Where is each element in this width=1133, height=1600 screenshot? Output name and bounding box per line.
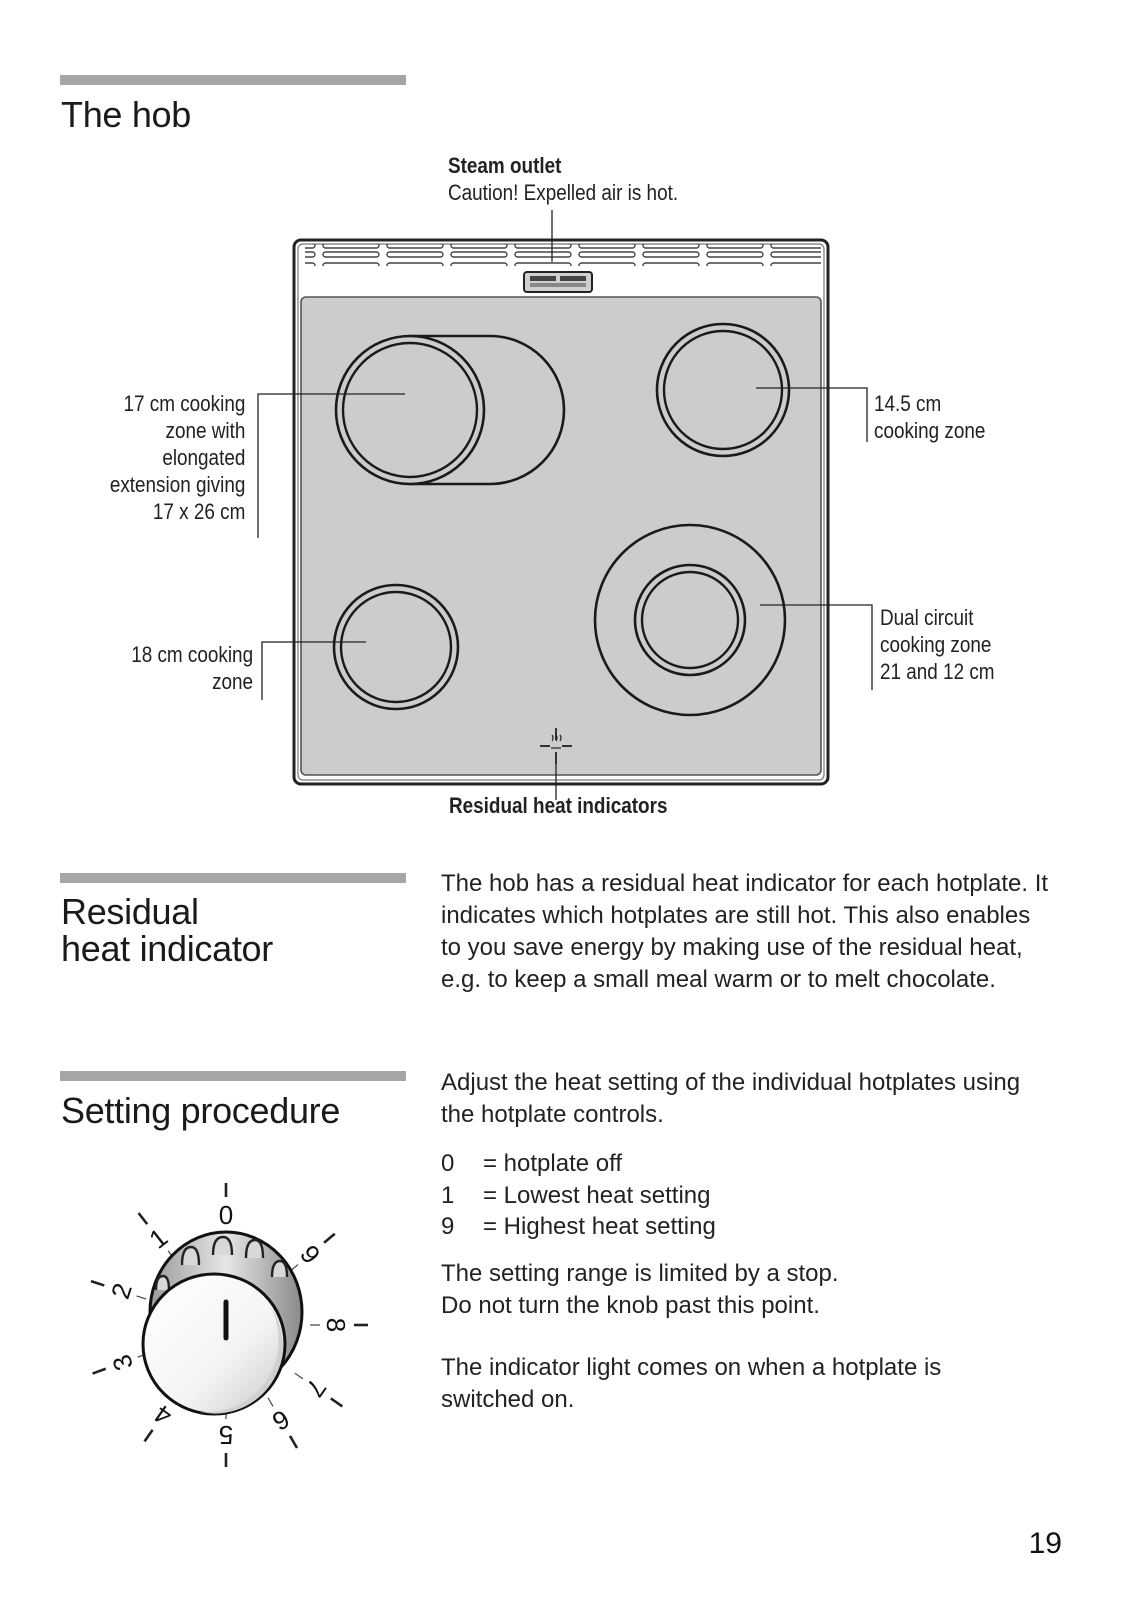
knob-number: 8 <box>321 1318 351 1332</box>
hob-diagram <box>257 210 873 800</box>
knob-number: 9 <box>294 1239 326 1269</box>
knob-tick <box>323 1232 336 1244</box>
residual-text: The hob has a residual heat indicator fo… <box>441 870 1049 993</box>
setting-intro: Adjust the heat setting of the individua… <box>441 1069 1021 1128</box>
label-elongated-zone: 17 cm cooking zone with elongated extens… <box>109 391 245 524</box>
steam-vent <box>305 244 821 266</box>
knob-number: 4 <box>148 1399 177 1432</box>
setting-range-text: The setting range is limited by a stop. … <box>441 1260 839 1319</box>
knob-face <box>141 1272 287 1416</box>
steam-outlet-caution: Caution! Expelled air is hot. <box>448 180 679 205</box>
label-14-5cm-zone: 14.5 cm cooking zone <box>874 391 986 443</box>
steam-outlet-title: Steam outlet <box>448 153 562 178</box>
section-rule <box>60 1071 406 1081</box>
section-title-setting: Setting procedure <box>61 1090 341 1131</box>
knob-leader <box>136 1295 147 1300</box>
legend-row: 0= hotplate off <box>441 1150 623 1177</box>
knob-tick <box>137 1212 149 1225</box>
hotplate-knob-diagram: 0 1 2 34 5 67 8 9 <box>90 1183 368 1467</box>
knob-leader <box>267 1397 274 1407</box>
legend-row: 9= Highest heat setting <box>441 1213 716 1240</box>
page-number: 19 <box>1028 1527 1062 1560</box>
label-dual-zone: Dual circuit cooking zone 21 and 12 cm <box>880 605 995 684</box>
knob-tick <box>330 1397 344 1408</box>
knob-leader <box>294 1372 304 1380</box>
knob-number: 6 <box>267 1404 295 1437</box>
cooking-zone-14-5cm <box>655 322 791 458</box>
section-rule <box>60 873 406 883</box>
cooking-zone-17cm <box>334 334 486 486</box>
section-title-hob: The hob <box>61 94 191 135</box>
knob-tick <box>92 1367 107 1375</box>
label-residual-heat-indicators: Residual heat indicators <box>449 793 668 818</box>
knob-number: 1 <box>143 1222 173 1255</box>
label-18cm-zone: 18 cm cooking zone <box>131 642 253 694</box>
knob-number: 0 <box>219 1200 233 1230</box>
knob-tick <box>90 1279 105 1287</box>
cooking-zone-18cm <box>332 583 460 711</box>
knob-number: 5 <box>219 1420 233 1450</box>
section-rule <box>60 75 406 85</box>
indicator-text: The indicator light comes on when a hotp… <box>441 1354 942 1413</box>
knob-tick <box>143 1429 154 1443</box>
heat-setting-legend: 0= hotplate off 1= Lowest heat setting 9… <box>441 1148 716 1243</box>
knob-number: 7 <box>300 1374 333 1403</box>
knob-tick <box>288 1435 299 1449</box>
knob-number: 2 <box>105 1279 138 1302</box>
knob-number: 3 <box>106 1351 139 1375</box>
legend-row: 1= Lowest heat setting <box>441 1181 711 1209</box>
residual-heat-indicator-icon <box>540 728 572 764</box>
